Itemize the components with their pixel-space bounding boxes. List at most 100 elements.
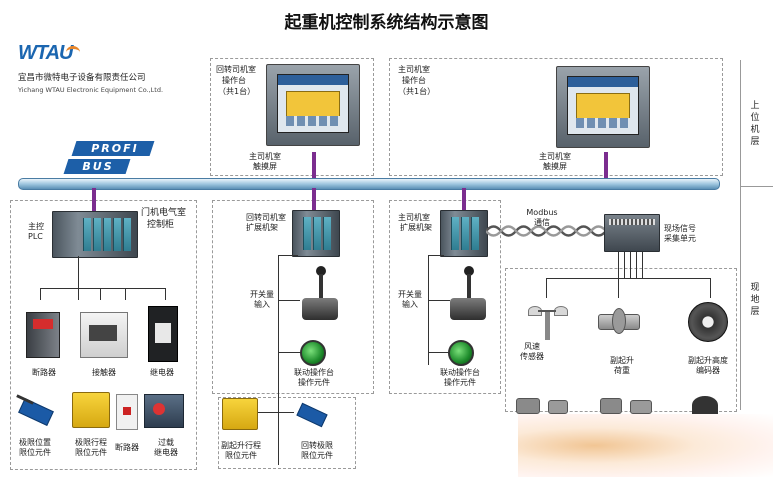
main-console-title-2: 操作台 (402, 76, 426, 85)
rotary-joystick-icon (298, 266, 342, 330)
main-button-h (428, 352, 450, 353)
aux-encoder-label-2: 编码器 (696, 366, 720, 375)
rotary-switch-label-2: 输入 (254, 300, 270, 309)
modbus-cable (486, 225, 606, 237)
drop-4 (125, 288, 126, 300)
main-rack-down-line (428, 255, 429, 365)
partial-device-1 (516, 398, 540, 414)
limit-position-label-2: 限位元件 (19, 448, 51, 457)
rotary-bottom-h2 (278, 412, 294, 413)
field-wire-5 (642, 252, 643, 278)
plc-bus-link (92, 188, 96, 212)
main-console-label-1: 联动操作台 (440, 368, 480, 377)
main-rack-h (428, 255, 444, 256)
company-cn: 宜昌市微特电子设备有限责任公司 (18, 73, 146, 83)
field-unit-label-2: 采集单元 (664, 234, 696, 243)
field-drop-3 (710, 278, 711, 298)
aux-hoist-limit-label-1: 副起升行程 (221, 441, 261, 450)
main-plc (52, 211, 138, 258)
rotary-switch-label-1: 开关量 (250, 290, 274, 299)
rotary-rack-label-2: 扩展机架 (246, 223, 278, 232)
door-cabinet-box (10, 200, 197, 470)
profibus-text-1: PROFI (91, 142, 139, 155)
company-en: Yichang WTAU Electronic Equipment Co.,Lt… (18, 86, 164, 94)
aux-encoder-label-1: 副起升高度 (688, 356, 728, 365)
rotary-console-label-2: 操作元件 (298, 378, 330, 387)
main-console-title-3: （共1台） (398, 87, 436, 96)
partial-device-5 (692, 396, 718, 414)
breaker2-label: 断路器 (115, 443, 139, 452)
rotary-button-h (278, 352, 302, 353)
breaker-device (26, 312, 60, 358)
rotary-screen-label-1: 主司机室 (249, 152, 281, 161)
modbus-label-1: Modbus (526, 208, 558, 217)
rotary-screen-label-2: 触摸屏 (253, 162, 277, 171)
breaker-label: 断路器 (32, 368, 56, 377)
field-acquisition-unit (604, 214, 660, 252)
wind-sensor-label-2: 传感器 (520, 352, 544, 361)
modbus-label-2: 通信 (534, 218, 550, 227)
layer-upper-label: 上位机层 (750, 101, 760, 147)
layer-field-label: 现地层 (750, 283, 760, 317)
drop-3 (100, 288, 101, 300)
partial-device-2 (548, 400, 568, 414)
overload-label-2: 继电器 (154, 448, 178, 457)
rotary-rack-h (278, 255, 298, 256)
main-rack-label-2: 扩展机架 (400, 223, 432, 232)
rotary-rack-down-line (278, 255, 279, 465)
main-screen-link (604, 152, 608, 179)
main-console-title-1: 主司机室 (398, 65, 430, 74)
aux-load-label-2: 荷重 (614, 366, 630, 375)
relay-label: 继电器 (150, 368, 174, 377)
main-console-box (389, 58, 723, 176)
profibus-text-2: BUS (82, 160, 114, 173)
logo-mark: WTAU (18, 42, 73, 64)
slew-limit-device (294, 400, 330, 428)
aux-hoist-limit-device (222, 398, 258, 430)
overload-label-1: 过载 (158, 438, 174, 447)
diagram-title: 起重机控制系统结构示意图 (284, 13, 489, 33)
field-drop-1 (546, 278, 547, 298)
field-wire-1 (618, 252, 619, 278)
main-switch-label-1: 开关量 (398, 290, 422, 299)
rotary-screen-link (312, 152, 316, 179)
main-screen-label-2: 触摸屏 (543, 162, 567, 171)
main-rack-bus-link (462, 188, 466, 212)
rotary-rack-bus-link (312, 188, 316, 212)
rotary-bottom-h1 (256, 412, 278, 413)
plc-label-2: PLC (28, 232, 43, 241)
rotary-console-box (210, 58, 374, 176)
wind-sensor-device (528, 302, 568, 340)
field-wire-3 (630, 252, 631, 278)
drop-1 (40, 288, 41, 300)
slew-limit-label-1: 回转极限 (301, 441, 333, 450)
main-console-label-2: 操作元件 (444, 378, 476, 387)
plc-label-1: 主控 (28, 222, 44, 231)
main-expansion-rack (440, 210, 488, 257)
aux-encoder-device (688, 302, 728, 342)
rotary-expansion-rack (292, 210, 340, 257)
partial-device-3 (600, 398, 622, 414)
watermark-overlay (518, 414, 773, 477)
door-cabinet-title-2: 控制柜 (147, 220, 175, 230)
field-drop-2 (618, 278, 619, 298)
drop-2 (78, 288, 79, 300)
rotary-joystick-h (278, 300, 300, 301)
limit-position-device (16, 394, 56, 427)
aux-hoist-limit-label-2: 限位元件 (225, 451, 257, 460)
profibus-logo: PROFI BUS (63, 141, 155, 175)
logo-swoosh (66, 46, 80, 59)
main-button-icon (448, 340, 474, 366)
limit-travel-device (72, 392, 110, 428)
rotary-touchscreen (266, 64, 360, 146)
rotary-rack-label-1: 回转司机室 (246, 213, 286, 222)
slew-limit-label-2: 限位元件 (301, 451, 333, 460)
relay-device (148, 306, 178, 362)
rotary-console-title-2: 操作台 (222, 76, 246, 85)
limit-travel-label-2: 限位元件 (75, 448, 107, 457)
rotary-button-icon (300, 340, 326, 366)
main-touchscreen (556, 66, 650, 148)
field-bus-h (546, 278, 710, 279)
rotary-console-title-1: 回转司机室 (216, 65, 256, 74)
plc-down-line (78, 256, 79, 288)
